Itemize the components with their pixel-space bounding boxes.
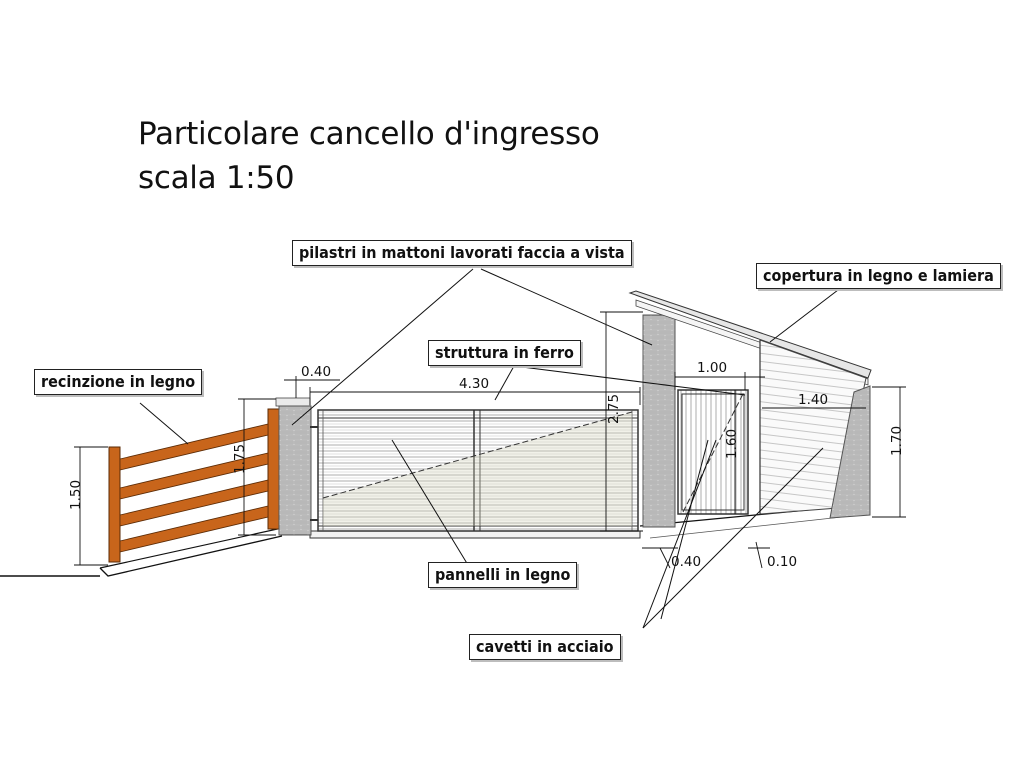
dim-pillar-height: 1.75 bbox=[232, 444, 248, 474]
dim-gate-height: 2.75 bbox=[606, 394, 622, 424]
label-roof-covering: copertura in legno e lamiera bbox=[756, 263, 1001, 289]
title-line-2: scala 1:50 bbox=[138, 160, 295, 196]
dim-roof-width: 1.40 bbox=[798, 392, 828, 408]
title-line-1: Particolare cancello d'ingresso bbox=[138, 116, 600, 152]
dim-fence-height: 1.50 bbox=[68, 480, 84, 510]
dim-step-width: 0.40 bbox=[671, 554, 701, 570]
label-steel-cables: cavetti in acciaio bbox=[469, 634, 621, 660]
dimension-lines bbox=[74, 311, 906, 569]
dim-roof-height: 1.70 bbox=[889, 426, 905, 456]
left-brick-pillar bbox=[275, 397, 312, 536]
sliding-gate bbox=[310, 409, 639, 532]
dim-gap-width: 0.10 bbox=[767, 554, 797, 570]
label-wooden-fence: recinzione in legno bbox=[34, 369, 203, 395]
dim-pillar-width: 0.40 bbox=[301, 364, 331, 380]
leader-lines bbox=[139, 268, 839, 629]
dim-door-width: 1.00 bbox=[697, 360, 727, 376]
label-brick-pillars: pilastri in mattoni lavorati faccia a vi… bbox=[292, 240, 632, 266]
label-wooden-panels: pannelli in legno bbox=[428, 562, 578, 588]
drawing-title: Particolare cancello d'ingresso scala 1:… bbox=[138, 112, 600, 200]
right-brick-pillar bbox=[642, 314, 676, 528]
wooden-fence bbox=[108, 408, 280, 563]
roof-covering bbox=[628, 290, 872, 519]
label-iron-structure: struttura in ferro bbox=[428, 340, 581, 366]
pedestrian-door bbox=[677, 389, 749, 515]
dim-door-height: 1.60 bbox=[724, 429, 740, 459]
dim-gate-width: 4.30 bbox=[459, 376, 489, 392]
